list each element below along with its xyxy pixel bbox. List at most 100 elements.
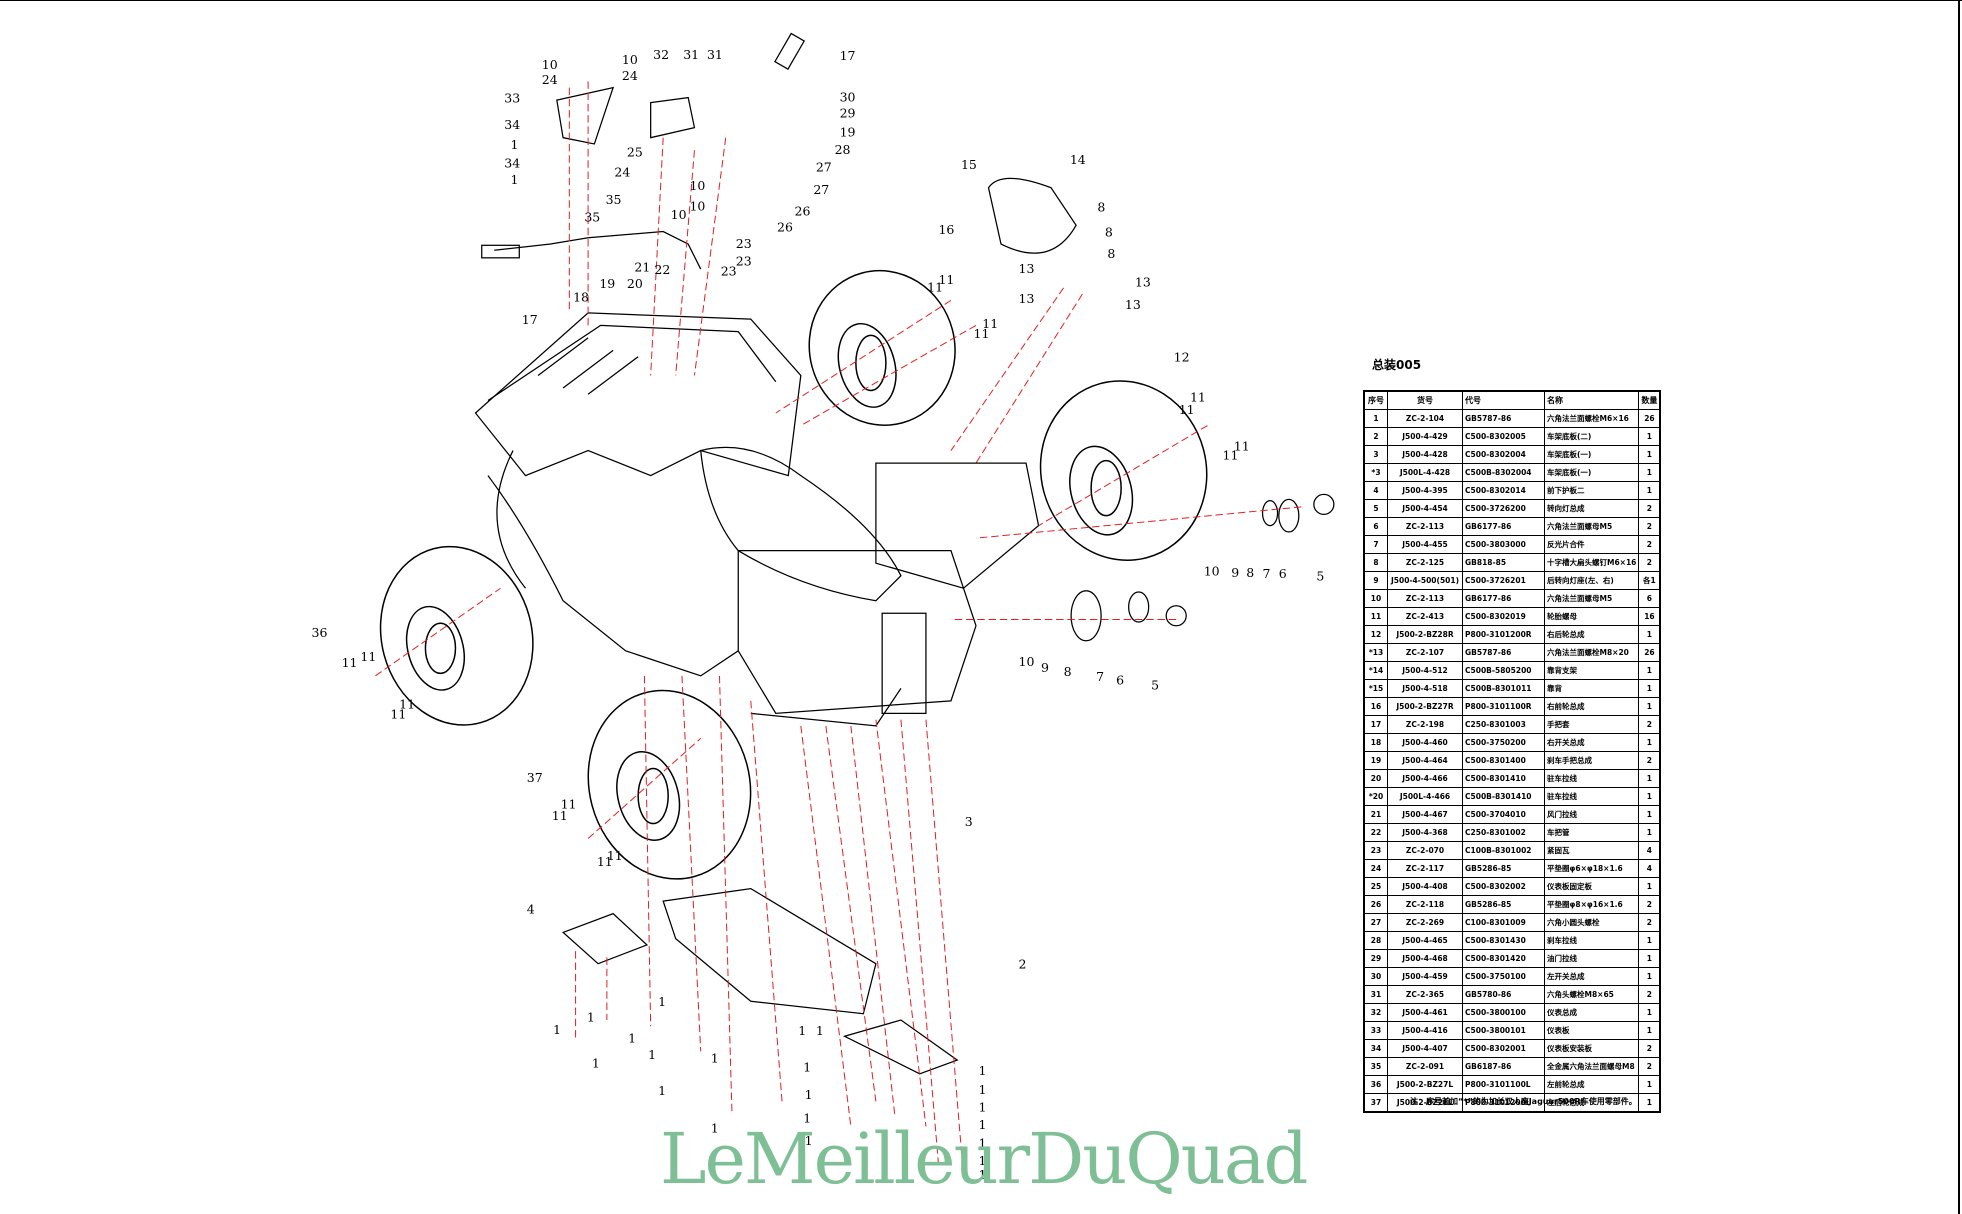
table-cell: C500-3803000 <box>1462 535 1545 554</box>
callout-number: 1 <box>587 1009 595 1024</box>
table-cell: J500-4-466 <box>1387 769 1463 788</box>
table-cell: GB5780-86 <box>1462 985 1545 1004</box>
table-cell: 1 <box>1638 481 1661 500</box>
table-cell: 22 <box>1363 823 1388 842</box>
table-cell: J500-4-467 <box>1387 805 1463 824</box>
table-cell: ZC-2-117 <box>1387 859 1463 878</box>
table-cell: 右开关总成 <box>1543 733 1640 752</box>
callout-number: 11 <box>938 272 954 287</box>
table-cell: 1 <box>1638 679 1661 698</box>
table-cell: C500-8302005 <box>1462 427 1545 446</box>
callout-number: 24 <box>614 164 630 179</box>
table-cell: J500-4-500(501) <box>1387 571 1463 590</box>
table-cell: C500-3704010 <box>1462 805 1545 824</box>
callout-number: 23 <box>721 263 737 278</box>
table-cell: 前下护板二 <box>1543 481 1640 500</box>
table-cell: 全金属六角法兰面螺母M8 <box>1543 1057 1640 1076</box>
table-cell: GB5787-86 <box>1462 409 1545 428</box>
callout-number: 11 <box>552 808 568 823</box>
callout-number: 9 <box>1231 565 1239 580</box>
table-cell: 19 <box>1363 751 1388 770</box>
callout-number: 19 <box>840 124 856 139</box>
table-cell: 2 <box>1638 535 1661 554</box>
table-cell: 27 <box>1363 913 1388 932</box>
table-cell: ZC-2-104 <box>1387 409 1463 428</box>
table-cell: 反光片合件 <box>1543 535 1640 554</box>
turn-signal-5-front <box>1165 605 1187 627</box>
table-cell: J500-4-455 <box>1387 535 1463 554</box>
table-cell: 1 <box>1638 1021 1661 1040</box>
callout-number: 1 <box>978 1082 986 1097</box>
callout-number: 10 <box>689 178 705 193</box>
table-cell: C500-8301410 <box>1462 769 1545 788</box>
watermark: LeMeilleurDuQuad <box>660 1118 1308 1200</box>
panel-cover-33 <box>556 86 615 145</box>
table-cell: C500B-8301011 <box>1462 679 1545 698</box>
table-cell: ZC-2-198 <box>1387 715 1463 734</box>
table-cell: J500-4-395 <box>1387 481 1463 500</box>
table-cell: 2 <box>1638 715 1661 734</box>
callout-number: 1 <box>553 1022 561 1037</box>
callout-number: 1 <box>648 1047 656 1062</box>
wheel-12 <box>1039 380 1208 561</box>
table-footnote: 注：序号前加“*”的为加长双人座Jaguar500R车使用零部件。 <box>1410 1097 1637 1106</box>
table-cell: C100-8301009 <box>1462 913 1545 932</box>
callout-number: 13 <box>1019 261 1035 276</box>
callout-number: 31 <box>683 47 699 62</box>
table-cell: C500-3726201 <box>1462 571 1545 590</box>
table-cell: J500L-4-428 <box>1387 463 1463 482</box>
callout-number: 11 <box>927 280 943 295</box>
table-cell: 1 <box>1363 409 1388 428</box>
table-cell: 平垫圈φ8×φ16×1.6 <box>1543 895 1640 914</box>
table-cell: P800-3101100R <box>1462 697 1545 716</box>
callout-number: 1 <box>816 1023 824 1038</box>
table-cell: *13 <box>1363 643 1388 662</box>
callout-number: 31 <box>707 47 723 62</box>
table-cell: 3 <box>1363 445 1388 464</box>
table-cell: J500-4-429 <box>1387 427 1463 446</box>
table-cell: 左开关总成 <box>1543 967 1640 986</box>
callout-number: 23 <box>736 236 752 251</box>
callout-number: 1 <box>978 1099 986 1114</box>
callout-number: 7 <box>1096 669 1104 684</box>
table-cell: 1 <box>1638 805 1661 824</box>
callout-number: 1 <box>592 1056 600 1071</box>
table-cell: 9 <box>1363 571 1388 590</box>
callout-number: 8 <box>1107 246 1115 261</box>
table-cell: ZC-2-269 <box>1387 913 1463 932</box>
table-cell: J500-4-368 <box>1387 823 1463 842</box>
table-cell: 各1 <box>1638 571 1661 590</box>
callout-number: 34 <box>504 156 520 171</box>
callout-number: 4 <box>527 902 535 917</box>
table-cell: C500-8301400 <box>1462 751 1545 770</box>
table-cell: 23 <box>1363 841 1388 860</box>
table-cell: 转向灯总成 <box>1543 499 1640 518</box>
table-cell: 30 <box>1363 967 1388 986</box>
table-cell: 1 <box>1638 787 1661 806</box>
table-cell: *3 <box>1363 463 1388 482</box>
table-cell: 车把管 <box>1543 823 1640 842</box>
callout-number: 32 <box>653 47 669 62</box>
frame-top-border <box>0 0 1962 1</box>
table-cell: 1 <box>1638 445 1661 464</box>
table-cell: C100B-8301002 <box>1462 841 1545 860</box>
leader-lines <box>375 81 1302 1177</box>
table-cell: C500-8301420 <box>1462 949 1545 968</box>
backrest-15 <box>987 177 1077 254</box>
table-cell: 仪表板固定板 <box>1543 877 1640 896</box>
table-cell: 1 <box>1638 823 1661 842</box>
callout-number: 1 <box>628 1031 636 1046</box>
callout-number: 17 <box>840 48 856 63</box>
callout-number: 1 <box>978 1167 986 1182</box>
column-header: 货号 <box>1387 390 1463 410</box>
table-cell: 六角头螺栓M8×65 <box>1543 985 1640 1004</box>
table-cell: 后转向灯座(左、右) <box>1543 571 1640 590</box>
callout-number: 17 <box>522 312 538 327</box>
